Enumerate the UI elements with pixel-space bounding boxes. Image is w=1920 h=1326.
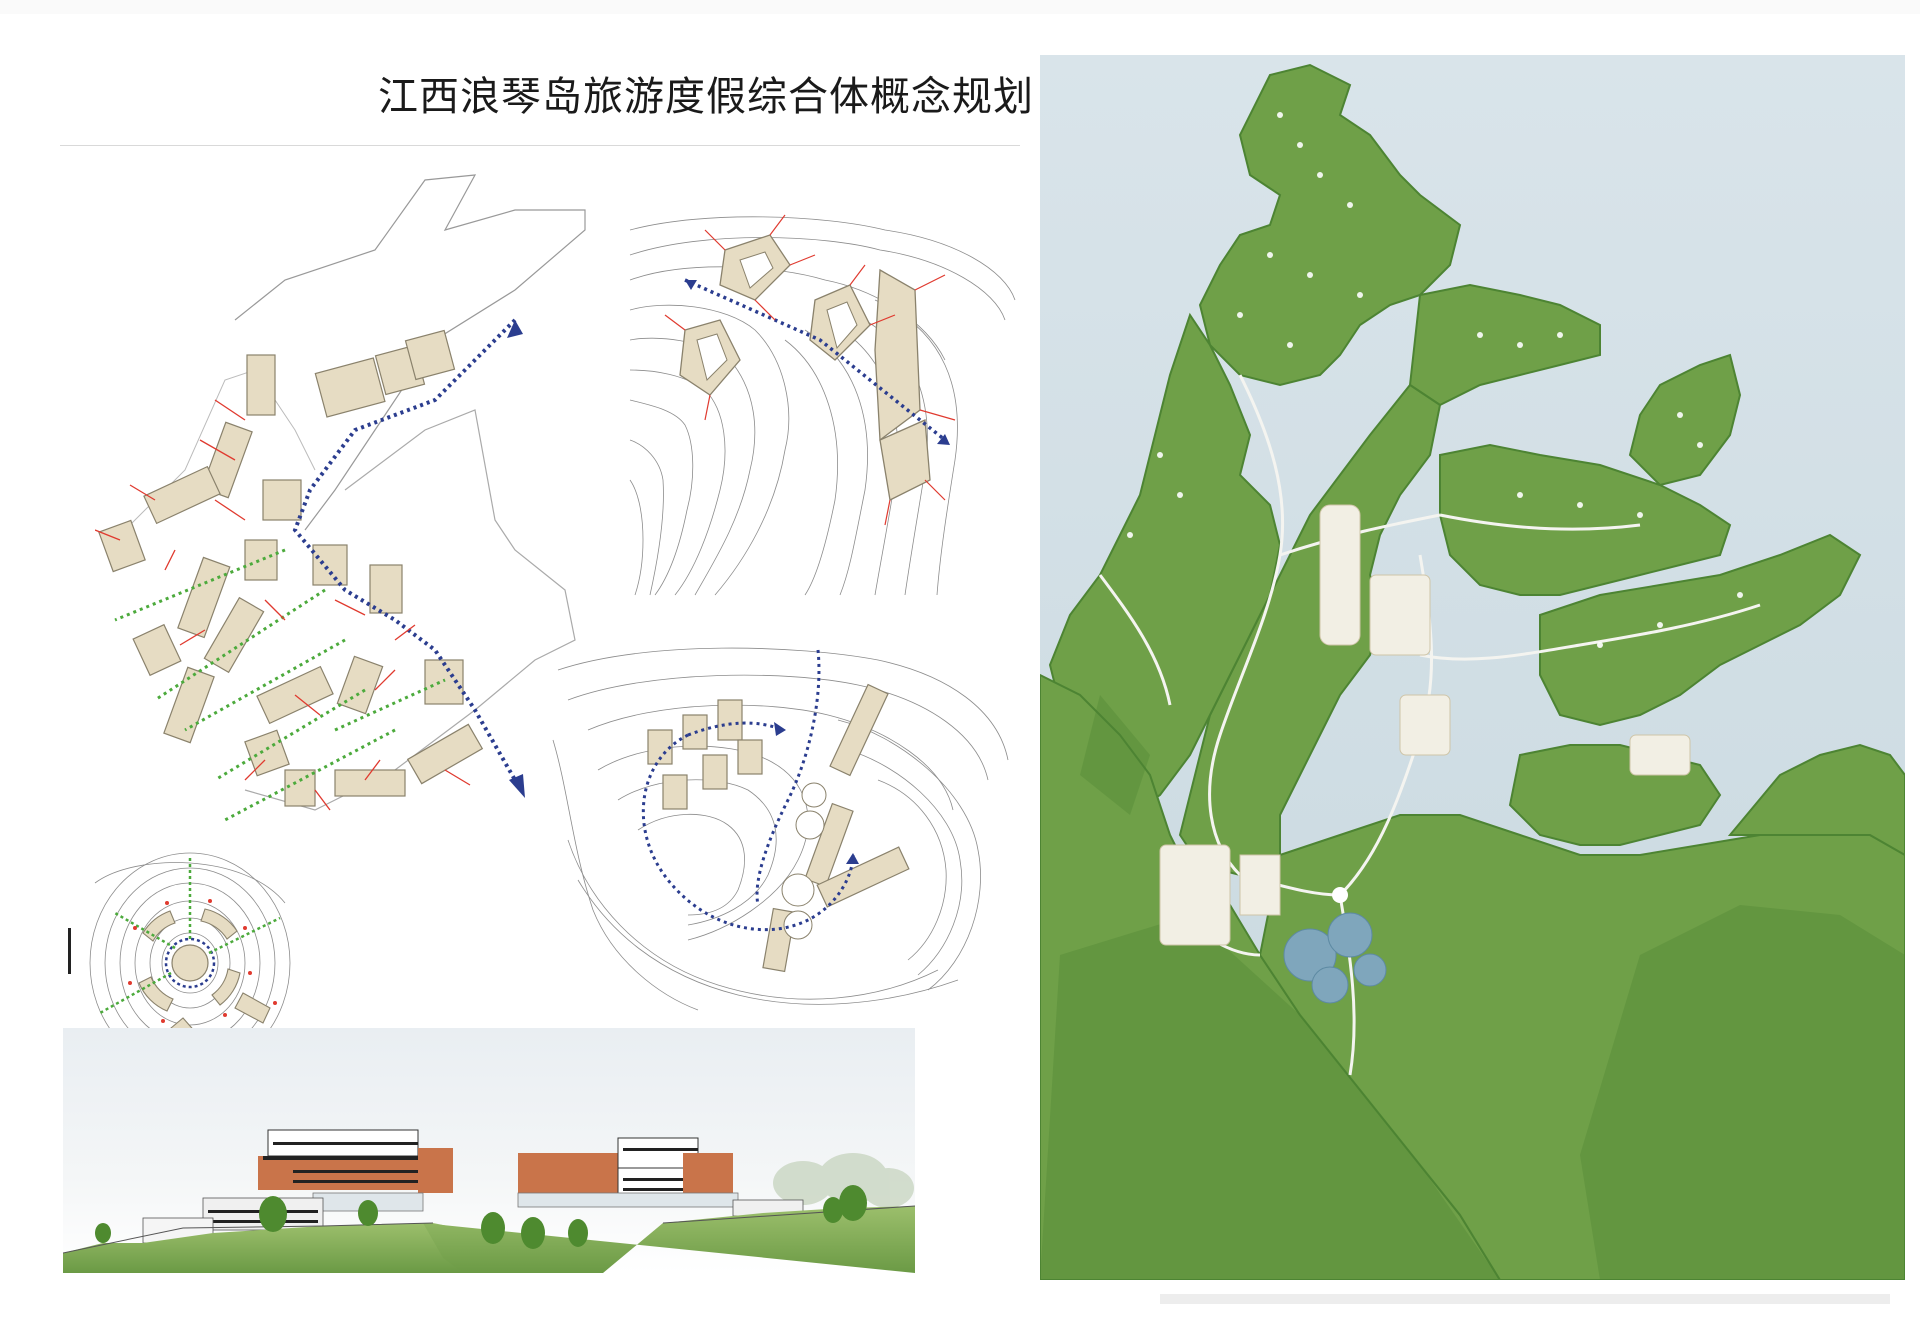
massing-diagram-b bbox=[629, 214, 1016, 596]
title-divider bbox=[60, 145, 1020, 146]
massing-diagram-a bbox=[95, 174, 586, 822]
island-master-plan bbox=[1040, 55, 1905, 1280]
elevation-section bbox=[63, 1028, 915, 1273]
bottom-strip bbox=[1160, 1294, 1890, 1304]
margin-marker bbox=[68, 928, 71, 974]
massing-diagram-c bbox=[552, 647, 1009, 1011]
page-title: 江西浪琴岛旅游度假综合体概念规划 bbox=[378, 74, 1034, 120]
top-edge bbox=[0, 0, 1920, 14]
